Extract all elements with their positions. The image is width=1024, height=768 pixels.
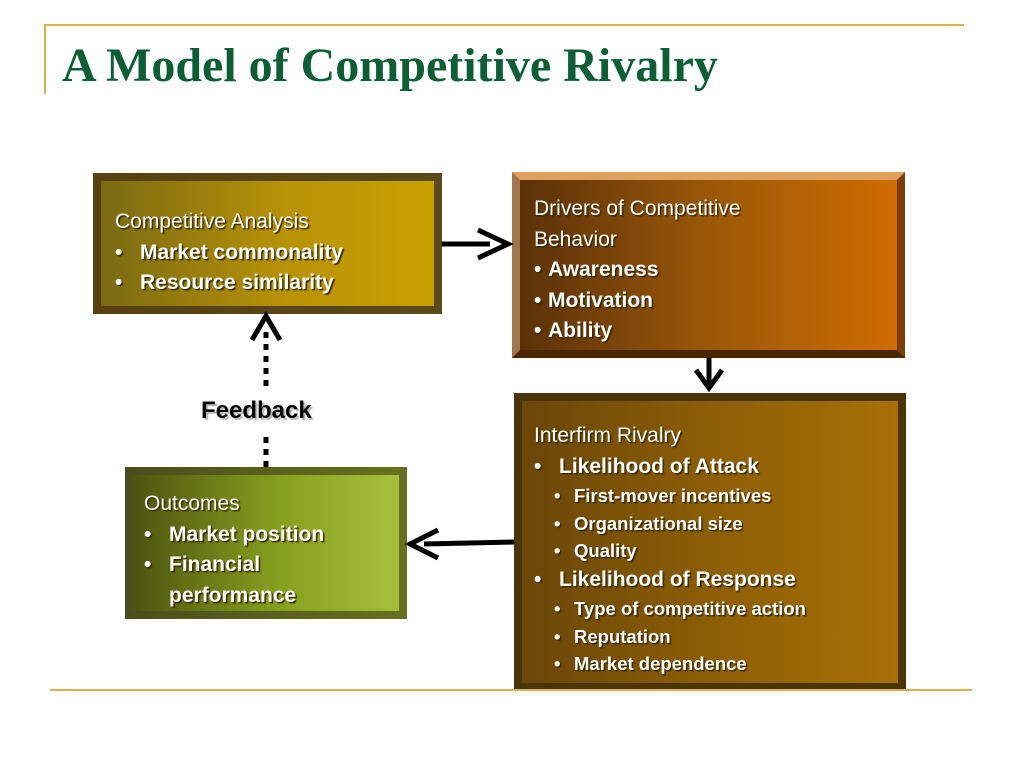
arrow-drivers-to-rivalry xyxy=(693,358,725,393)
bullet-icon: • xyxy=(534,258,542,281)
response-item-action-type: Type of competitive action xyxy=(574,598,806,619)
list-item: performance xyxy=(144,581,399,612)
arrow-analysis-to-drivers xyxy=(442,227,514,261)
bullet-icon: • xyxy=(144,553,152,576)
bullet-icon: • xyxy=(554,512,561,534)
list-item: • Market commonality xyxy=(115,238,434,269)
list-item: • Market position xyxy=(144,520,399,551)
bullet-icon: • xyxy=(115,271,123,294)
rivalry-heading: Interfirm Rivalry xyxy=(534,424,682,447)
outcomes-box: Outcomes • Market position • Financial per… xyxy=(125,467,407,619)
bullet-icon: • xyxy=(534,288,542,312)
list-item: • Market dependence xyxy=(534,650,898,678)
outcomes-item-market-position: Market position xyxy=(169,522,325,546)
list-item: •Motivation xyxy=(534,286,897,317)
rivalry-attack-label: Likelihood of Attack xyxy=(559,454,759,478)
bullet-icon: • xyxy=(534,454,542,478)
drivers-heading-line2: Behavior xyxy=(534,227,617,251)
list-item: • Likelihood of Attack xyxy=(534,452,898,483)
response-item-reputation: Reputation xyxy=(574,625,671,647)
list-item: • Organizational size xyxy=(534,510,898,538)
bullet-icon: • xyxy=(554,653,561,674)
rivalry-response-label: Likelihood of Response xyxy=(559,567,796,591)
outcomes-item-financial: Financial xyxy=(169,553,261,576)
feedback-arrow xyxy=(249,311,283,467)
drivers-heading-line1: Drivers of Competitive xyxy=(534,197,741,220)
list-item: • Likelihood of Response xyxy=(534,565,898,596)
footer-rule xyxy=(50,689,972,691)
bullet-icon: • xyxy=(534,319,542,342)
bullet-icon: • xyxy=(554,625,561,647)
list-item: • Reputation xyxy=(534,623,898,651)
bullet-icon: • xyxy=(554,540,561,561)
list-item: • Ability xyxy=(534,316,897,347)
attack-item-first-mover: First-mover incentives xyxy=(574,485,772,506)
drivers-box: Drivers of Competitive Behavior • Awarene… xyxy=(512,172,905,358)
attack-item-org-size: Organizational size xyxy=(574,512,743,534)
list-item: • Resource similarity xyxy=(115,268,434,299)
drivers-item-motivation: Motivation xyxy=(548,288,653,312)
list-item: • Awareness xyxy=(534,255,897,286)
bullet-icon: • xyxy=(554,485,561,506)
analysis-item-resource-similarity: Resource similarity xyxy=(140,271,334,294)
outcomes-heading: Outcomes xyxy=(144,492,240,515)
response-item-market-dependence: Market dependence xyxy=(574,653,747,674)
bullet-icon: • xyxy=(115,240,123,264)
title-rule-top xyxy=(44,24,964,26)
analysis-item-market-commonality: Market commonality xyxy=(140,240,344,264)
bullet-icon: • xyxy=(534,567,542,591)
slide-title: A Model of Competitive Rivalry xyxy=(62,39,718,92)
competitive-analysis-box: Competitive Analysis • Market commonality… xyxy=(93,173,442,314)
list-item: • Quality xyxy=(534,537,898,565)
title-rule-vertical xyxy=(44,24,46,94)
competitive-analysis-heading: Competitive Analysis xyxy=(115,210,309,233)
attack-item-quality: Quality xyxy=(574,540,637,561)
drivers-item-ability: Ability xyxy=(548,319,613,342)
interfirm-rivalry-box: Interfirm Rivalry •Likelihood of Attack … xyxy=(514,393,906,691)
drivers-item-awareness: Awareness xyxy=(548,258,659,281)
arrow-rivalry-to-outcomes xyxy=(404,527,515,561)
list-item: • Type of competitive action xyxy=(534,595,898,623)
list-item: • First-mover incentives xyxy=(534,482,898,510)
bullet-icon: • xyxy=(554,598,561,619)
outcomes-item-performance: performance xyxy=(169,583,297,607)
feedback-label: Feedback xyxy=(201,397,312,424)
bullet-icon: • xyxy=(144,522,152,546)
list-item: • Financial xyxy=(144,550,399,581)
